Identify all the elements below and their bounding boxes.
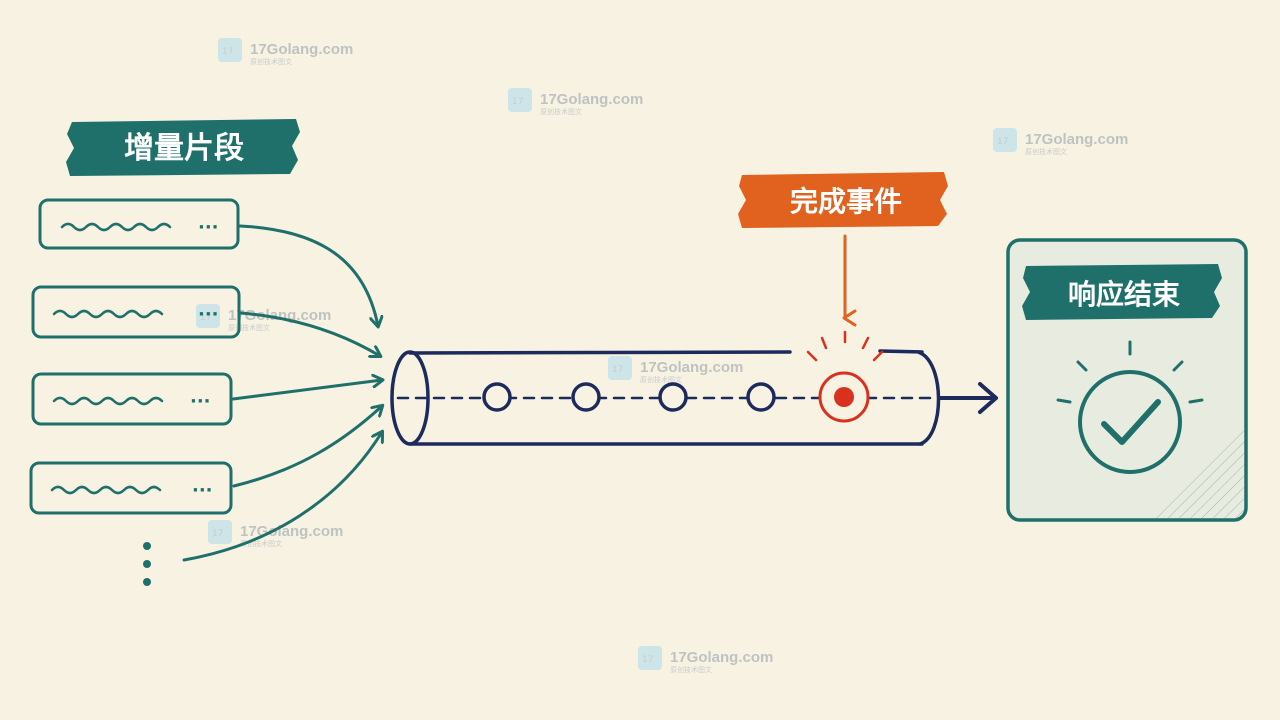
watermark: 17 17Golang.com 原创技术图文	[208, 520, 343, 548]
done-event-marker	[806, 330, 884, 423]
svg-text:17Golang.com: 17Golang.com	[540, 91, 643, 108]
fragment-arrows	[182, 224, 382, 562]
fragment-box: ···	[31, 285, 241, 339]
svg-text:17Golang.com: 17Golang.com	[1025, 131, 1128, 148]
flow-arrow	[182, 432, 382, 562]
fragment-list: ··· ··· ··· ···	[29, 198, 241, 586]
flow-arrow	[238, 224, 378, 326]
svg-text:17: 17	[212, 529, 223, 539]
arrow-right-icon	[938, 382, 998, 414]
svg-text:17: 17	[512, 97, 523, 107]
fragment-box: ···	[38, 198, 240, 250]
svg-text:原创技术图文: 原创技术图文	[640, 375, 682, 384]
pipe-node	[746, 382, 776, 412]
fragments-label: 增量片段	[66, 119, 300, 176]
checkmark-icon	[1056, 340, 1204, 474]
fragments-label-text: 增量片段	[124, 131, 244, 166]
watermark: 17 17Golang.com 原创技术图文	[508, 88, 643, 116]
fragment-ellipsis: ···	[198, 304, 219, 325]
response-end-card: 响应结束	[1006, 238, 1248, 522]
fragment-ellipsis: ···	[198, 217, 219, 238]
watermark: 17 17Golang.com 原创技术图文	[638, 646, 773, 674]
watermark: 17 17Golang.com 原创技术图文	[196, 304, 331, 332]
svg-text:原创技术图文: 原创技术图文	[540, 107, 582, 116]
done-event-label: 完成事件	[738, 172, 948, 228]
fragment-ellipsis: ···	[192, 480, 213, 501]
flow-arrow	[239, 311, 380, 356]
svg-text:17: 17	[642, 655, 653, 665]
svg-text:17Golang.com: 17Golang.com	[228, 307, 331, 324]
svg-text:17Golang.com: 17Golang.com	[250, 41, 353, 58]
svg-text:原创技术图文: 原创技术图文	[228, 323, 270, 332]
more-fragments-dots	[143, 542, 151, 586]
svg-text:17Golang.com: 17Golang.com	[640, 359, 743, 376]
svg-text:原创技术图文: 原创技术图文	[1025, 147, 1067, 156]
svg-text:原创技术图文: 原创技术图文	[250, 57, 292, 66]
svg-text:原创技术图文: 原创技术图文	[670, 665, 712, 674]
fragment-box: ···	[29, 461, 233, 515]
svg-text:17: 17	[997, 137, 1008, 147]
svg-text:17: 17	[200, 313, 211, 323]
pipe-node	[482, 382, 512, 412]
watermark: 17 17Golang.com 原创技术图文	[608, 356, 743, 384]
pipe-nodes	[482, 382, 776, 412]
pipe-node	[571, 382, 601, 412]
svg-text:17: 17	[222, 47, 233, 57]
watermark: 17 17Golang.com 原创技术图文	[993, 128, 1128, 156]
svg-text:17Golang.com: 17Golang.com	[670, 649, 773, 666]
pipe-node	[658, 382, 688, 412]
fragment-box: ···	[31, 372, 233, 426]
svg-text:17: 17	[612, 365, 623, 375]
flow-arrow	[232, 406, 382, 488]
burst-icon	[806, 330, 884, 362]
svg-text:17Golang.com: 17Golang.com	[240, 523, 343, 540]
response-end-label-text: 响应结束	[1068, 278, 1180, 311]
done-event-label-text: 完成事件	[790, 185, 902, 218]
fragment-ellipsis: ···	[190, 391, 211, 412]
flow-arrow	[231, 380, 382, 401]
watermark: 17 17Golang.com 原创技术图文	[218, 38, 353, 66]
svg-text:原创技术图文: 原创技术图文	[240, 539, 282, 548]
